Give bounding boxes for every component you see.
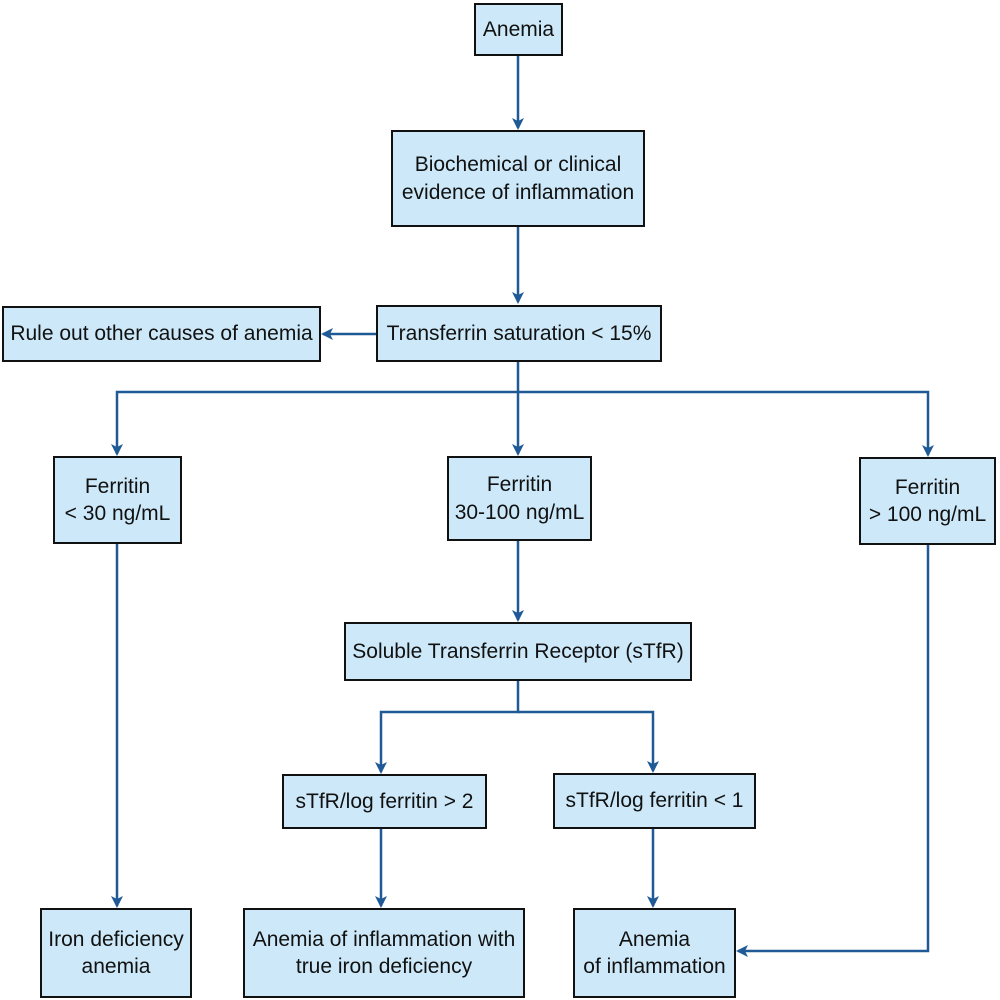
node-ferritin-high-line-1: Ferritin xyxy=(894,475,961,499)
node-stfr-ratio-low: sTfR/log ferritin < 1 xyxy=(553,773,756,829)
node-ida-line-1: Iron deficiency xyxy=(48,927,184,951)
node-ferritin-low: Ferritin < 30 ng/mL xyxy=(53,456,182,544)
node-inflammation-evidence: Biochemical or clinical evidence of infl… xyxy=(391,130,645,227)
node-anemia-of-inflammation: Anemia of inflammation xyxy=(573,908,736,998)
edge-transferrin-to-ferritin-high xyxy=(518,390,934,457)
node-transferrin-line: Transferrin saturation < 15% xyxy=(386,321,652,345)
node-ratio-low-line: sTfR/log ferritin < 1 xyxy=(565,789,744,813)
node-ferritin-mid: Ferritin 30-100 ng/mL xyxy=(447,456,592,541)
node-stfr-ratio-high: sTfR/log ferritin > 2 xyxy=(282,774,487,829)
node-ferritin-low-line-1: Ferritin xyxy=(84,474,151,498)
node-ferritin-mid-line-2: 30-100 ng/mL xyxy=(454,500,585,524)
node-ai-true-id-line-1: Anemia of inflammation with xyxy=(252,927,516,951)
node-transferrin-saturation: Transferrin saturation < 15% xyxy=(376,305,662,362)
node-anemia: Anemia xyxy=(474,3,563,56)
node-ai-true-id-line-2: true iron deficiency xyxy=(295,955,473,978)
node-ferritin-high-line-2: > 100 ng/mL xyxy=(868,503,987,526)
edge-transferrin-to-ferritin-low xyxy=(111,362,520,456)
node-stfr-line: Soluble Transferrin Receptor (sTfR) xyxy=(352,639,684,663)
node-ferritin-mid-line-1: Ferritin xyxy=(486,473,553,497)
node-rule-out-line: Rule out other causes of anemia xyxy=(10,322,313,346)
node-inflammation-line-2: evidence of inflammation xyxy=(401,180,635,204)
node-ferritin-high: Ferritin > 100 ng/mL xyxy=(859,457,996,545)
edge-ferritin-high-to-ai xyxy=(736,545,930,957)
node-ida-line-2: anemia xyxy=(81,955,151,978)
node-anemia-line: Anemia xyxy=(482,17,555,41)
node-rule-out-other-causes: Rule out other causes of anemia xyxy=(2,306,321,362)
node-anemia-of-inflammation-true-iron-deficiency: Anemia of inflammation with true iron de… xyxy=(243,908,525,998)
node-soluble-transferrin-receptor: Soluble Transferrin Receptor (sTfR) xyxy=(344,622,692,681)
node-ratio-high-line: sTfR/log ferritin > 2 xyxy=(295,789,474,813)
node-iron-deficiency-anemia: Iron deficiency anemia xyxy=(40,908,192,998)
node-inflammation-line-1: Biochemical or clinical xyxy=(414,153,622,177)
edge-stfr-to-ratio-high xyxy=(375,681,520,774)
node-ai-line-1: Anemia xyxy=(618,927,691,951)
edge-stfr-to-ratio-low xyxy=(518,710,659,773)
node-ai-line-2: of inflammation xyxy=(583,955,726,978)
node-ferritin-low-line-2: < 30 ng/mL xyxy=(64,502,171,525)
